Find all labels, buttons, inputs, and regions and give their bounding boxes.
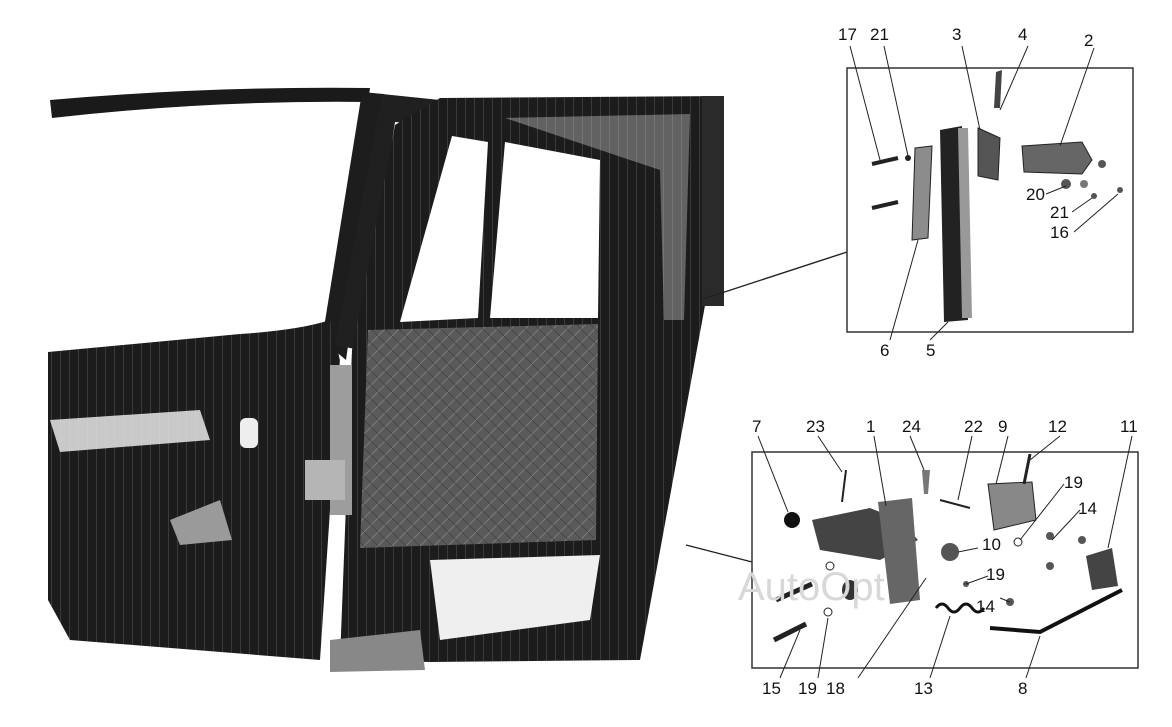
callout-9: 9: [998, 417, 1007, 436]
callout-21: 21: [1050, 203, 1069, 222]
leader-lines: [685, 251, 848, 563]
callout-4: 4: [1018, 25, 1027, 44]
cab-illustration: [48, 87, 724, 672]
callout-16: 16: [1050, 223, 1069, 242]
upper-inset: [846, 67, 1134, 333]
callout-7: 7: [752, 417, 761, 436]
callout-14: 14: [976, 597, 995, 616]
callout-14: 14: [1078, 499, 1097, 518]
callout-15: 15: [762, 679, 781, 698]
callout-19: 19: [798, 679, 817, 698]
callout-20: 20: [1026, 185, 1045, 204]
callout-2: 2: [1084, 31, 1093, 50]
callout-17: 17: [838, 25, 857, 44]
callout-18: 18: [826, 679, 845, 698]
callout-13: 13: [914, 679, 933, 698]
callout-10: 10: [982, 535, 1001, 554]
callout-24: 24: [902, 417, 921, 436]
callout-22: 22: [964, 417, 983, 436]
callout-6: 6: [880, 341, 889, 360]
callout-23: 23: [806, 417, 825, 436]
callout-12: 12: [1048, 417, 1067, 436]
callout-1: 1: [866, 417, 875, 436]
callout-11: 11: [1120, 417, 1138, 436]
callout-21: 21: [870, 25, 889, 44]
lower-inset: [751, 451, 1139, 669]
callout-19: 19: [1064, 473, 1083, 492]
callout-leaders: [757, 45, 1133, 679]
callout-19: 19: [986, 565, 1005, 584]
watermark: AutoOpt: [738, 565, 885, 609]
callout-5: 5: [926, 341, 935, 360]
callout-8: 8: [1018, 679, 1027, 698]
callout-3: 3: [952, 25, 961, 44]
